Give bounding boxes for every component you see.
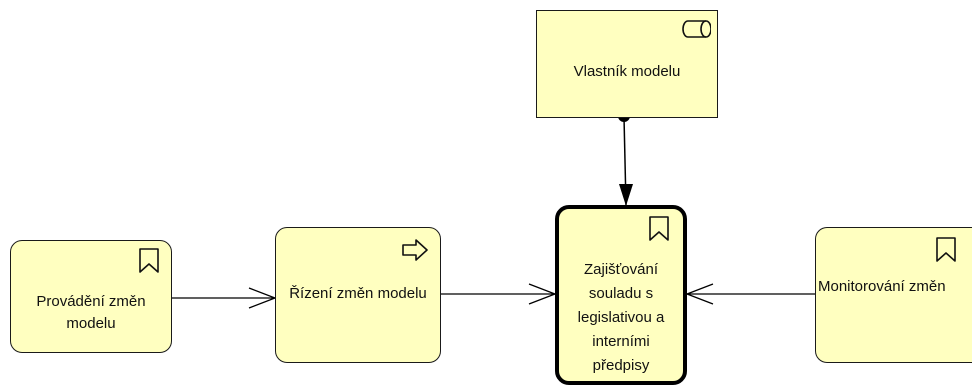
trigger-arrowhead-compliance-left: [528, 283, 557, 305]
trigger-arrowhead-compliance-right: [685, 283, 714, 305]
bookmark-icon: [137, 247, 161, 275]
node-change-management-label: Řízení změn modelu: [289, 285, 427, 302]
bookmark-icon: [934, 236, 958, 264]
node-owner-label: Vlastník modelu: [573, 63, 681, 80]
bookmark-icon: [647, 215, 671, 243]
trigger-arrowhead-management: [248, 287, 277, 309]
node-change-implementation-label: Provádění změn modelu: [36, 293, 146, 332]
process-arrow-icon: [400, 238, 430, 262]
node-monitoring[interactable]: Monitorování změn: [815, 227, 972, 363]
node-change-management[interactable]: Řízení změn modelu: [275, 227, 441, 363]
assignment-arrowhead: [619, 184, 633, 206]
node-change-implementation[interactable]: Provádění změn modelu: [10, 240, 172, 353]
role-cylinder-icon: [681, 19, 711, 39]
node-compliance-label: Zajišťování souladu s legislativou a int…: [577, 261, 665, 374]
node-owner[interactable]: Vlastník modelu: [536, 10, 718, 118]
assignment-connector[interactable]: [623, 116, 627, 206]
node-monitoring-label: Monitorování změn: [818, 278, 946, 295]
node-compliance[interactable]: Zajišťování souladu s legislativou a int…: [555, 205, 687, 385]
